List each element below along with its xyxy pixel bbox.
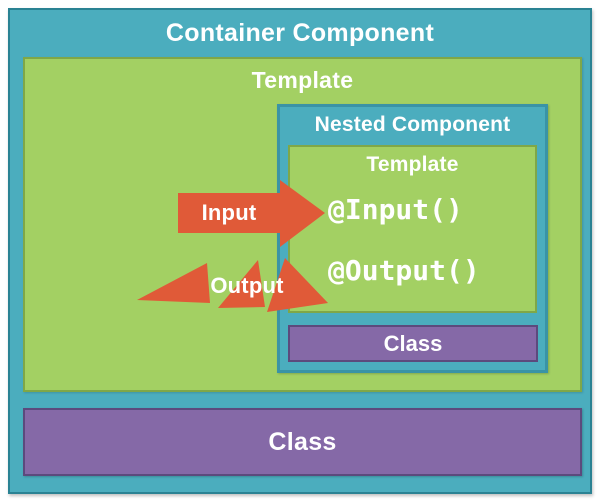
nested-class-box: Class xyxy=(288,325,538,362)
container-component-box: Container Component Template Nested Comp… xyxy=(8,8,592,494)
output-arrow-icon xyxy=(137,258,328,312)
input-decorator-code: @Input() xyxy=(328,193,463,226)
output-arrow-label: Output xyxy=(210,273,284,298)
container-template-box: Template Nested Component Template @Inpu… xyxy=(23,57,582,392)
output-decorator-code: @Output() xyxy=(328,254,480,287)
container-template-title: Template xyxy=(251,67,354,93)
nested-component-title: Nested Component xyxy=(314,113,511,136)
container-component-title: Container Component xyxy=(165,19,435,47)
container-class-box: Class xyxy=(23,408,582,476)
nested-component-box: Nested Component Template @Input() @Outp… xyxy=(277,104,548,373)
input-arrow-icon xyxy=(178,180,325,247)
nested-class-title: Class xyxy=(383,330,443,356)
input-arrow-label: Input xyxy=(201,200,257,225)
container-class-title: Class xyxy=(268,427,337,456)
nested-template-title: Template xyxy=(366,153,459,176)
